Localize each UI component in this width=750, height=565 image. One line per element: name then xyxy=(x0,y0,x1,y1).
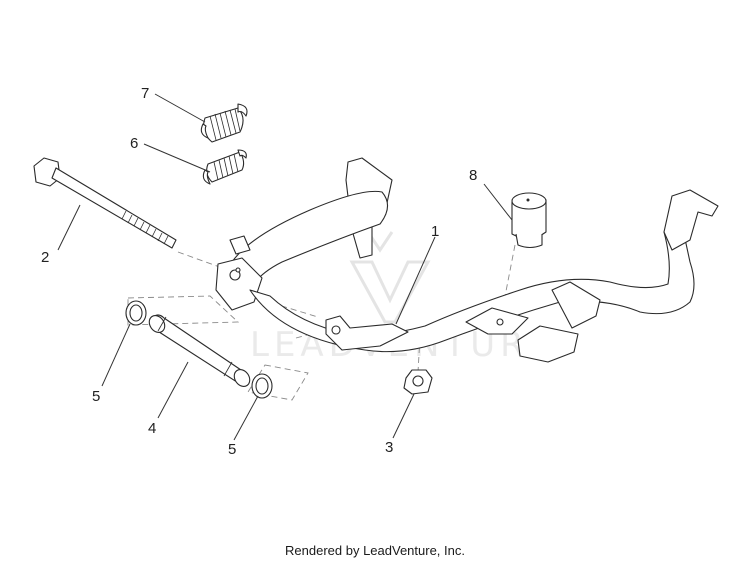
bolt-part-2 xyxy=(33,157,177,249)
render-credit-footer: Rendered by LeadVenture, Inc. xyxy=(285,543,465,558)
washer-part-5-right xyxy=(251,373,273,399)
pivot-shaft-part-4 xyxy=(148,314,251,387)
leader-lines xyxy=(57,93,513,441)
watermark-logo-mark xyxy=(349,260,431,324)
callout-2: 2 xyxy=(41,249,49,266)
callout-labels: 1 2 3 4 5 5 6 7 8 xyxy=(41,85,477,458)
rubber-stop-part-8 xyxy=(511,192,547,249)
callout-5-right: 5 xyxy=(228,441,236,458)
callout-6: 6 xyxy=(130,135,138,152)
callout-5-left: 5 xyxy=(92,388,100,405)
callout-8: 8 xyxy=(469,167,477,184)
washer-part-5-left xyxy=(125,300,147,326)
callout-1: 1 xyxy=(431,223,439,240)
spring-part-6 xyxy=(202,149,247,185)
callout-3: 3 xyxy=(385,439,393,456)
spring-part-7 xyxy=(200,103,248,143)
callout-4: 4 xyxy=(148,420,156,437)
center-stand-part-1 xyxy=(215,157,719,363)
callout-7: 7 xyxy=(141,85,149,102)
nut-part-3 xyxy=(403,369,433,395)
